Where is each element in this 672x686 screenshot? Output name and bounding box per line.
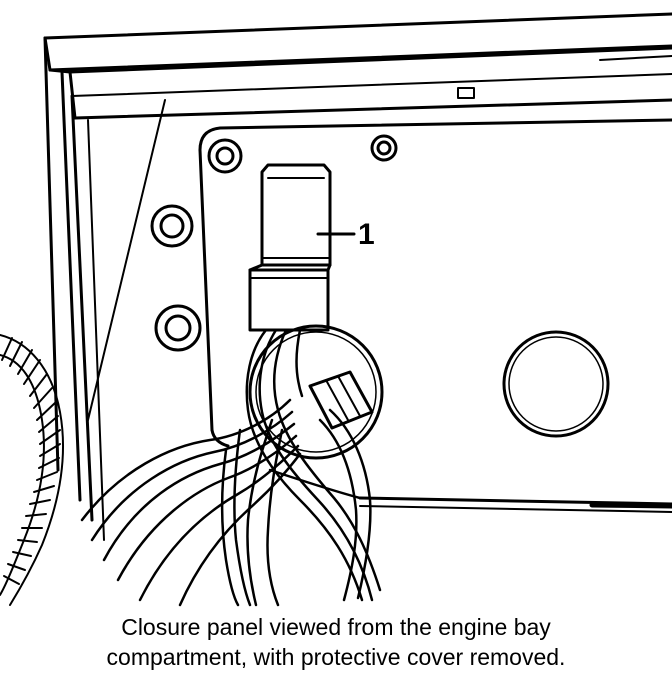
grommet-connector bbox=[308, 370, 374, 430]
closure-panel-illustration: 1 bbox=[0, 12, 672, 607]
mounting-bolt-left-upper bbox=[150, 204, 194, 248]
cable-grommet bbox=[248, 324, 384, 460]
electrical-connector bbox=[248, 163, 332, 332]
figure-caption: Closure panel viewed from the engine bay… bbox=[0, 612, 672, 672]
callout-label: 1 bbox=[358, 218, 375, 251]
access-hole bbox=[502, 330, 610, 438]
mounting-bolt-top-left bbox=[207, 138, 243, 174]
mounting-bolt-left-lower bbox=[154, 304, 202, 352]
closure-panel bbox=[198, 118, 672, 513]
wiring-harness bbox=[80, 328, 382, 607]
mounting-bolt-top-right bbox=[370, 134, 398, 162]
top-beam bbox=[43, 12, 672, 120]
caption-line-2: compartment, with protective cover remov… bbox=[106, 644, 566, 670]
corrugated-conduit bbox=[0, 334, 65, 606]
caption-line-1: Closure panel viewed from the engine bay bbox=[121, 614, 551, 640]
left-frame bbox=[43, 36, 166, 541]
